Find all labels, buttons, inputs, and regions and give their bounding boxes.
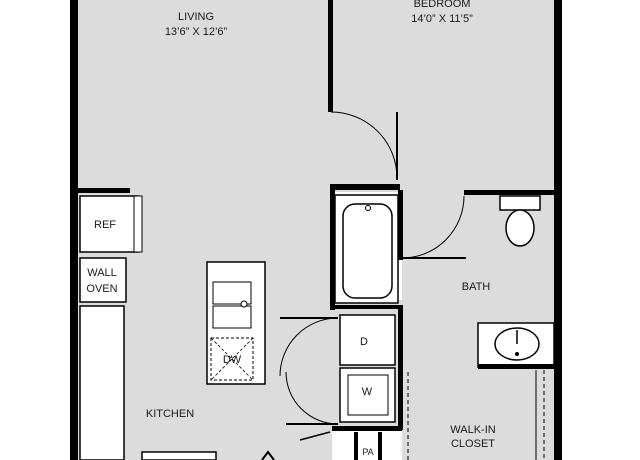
closet-label-line1: WALK-IN — [450, 424, 495, 436]
kitchen-counter — [79, 305, 125, 460]
dryer — [339, 314, 396, 366]
tub-inner — [342, 203, 393, 299]
wall-oven-label-line1: WALL — [87, 267, 117, 279]
wall-oven — [79, 257, 127, 303]
tub-wall — [330, 190, 335, 310]
sink-left-basin — [212, 281, 252, 305]
wall-exterior-right — [554, 0, 562, 460]
tub-drain — [365, 205, 371, 211]
laundry-door-swing-top — [279, 317, 339, 377]
island-faucet — [240, 300, 248, 308]
toilet-bowl — [505, 209, 535, 247]
lower-counter — [141, 451, 217, 460]
kitchen-label: KITCHEN — [146, 408, 194, 420]
refrigerator-door — [133, 195, 143, 253]
ref-label: REF — [94, 219, 116, 231]
wall-living-bedroom — [328, 0, 333, 112]
wall-bath-left — [398, 190, 403, 260]
wall-bedroom-bath — [330, 184, 400, 190]
dishwasher-label: DW — [223, 354, 242, 366]
bath-door-swing — [402, 195, 465, 259]
living-label: LIVING — [178, 11, 214, 23]
closet-label-line2: CLOSET — [451, 438, 495, 450]
floor-closet — [402, 367, 554, 460]
washer-label: W — [362, 386, 373, 398]
pantry-label: PA — [362, 447, 373, 457]
wall-bath-closet — [478, 364, 558, 369]
dishwasher — [210, 337, 254, 381]
bedroom-dims: 14’0” X 11’5” — [411, 13, 473, 25]
ref-wall — [78, 188, 130, 193]
living-dims: 13’6” X 12’6” — [165, 26, 228, 38]
wall-oven-label-line2: OVEN — [86, 283, 117, 295]
toilet-tank — [499, 195, 541, 211]
wall-bath-top — [464, 190, 558, 195]
wall-bath-laundry — [398, 305, 403, 430]
laundry-bottom-wall — [332, 426, 402, 431]
bedroom-door-swing — [330, 111, 398, 179]
dryer-label: D — [360, 336, 368, 348]
washer-drum — [347, 374, 389, 416]
bath-label: BATH — [462, 281, 491, 293]
sink-drain — [515, 352, 519, 356]
laundry-back-wall — [332, 305, 402, 309]
wall-exterior-left — [70, 0, 78, 460]
entry-arrow-icon — [261, 450, 275, 460]
sink-right-basin — [212, 305, 252, 329]
pantry-door-swing — [299, 431, 331, 441]
pantry-wall-right — [378, 432, 382, 460]
bedroom-label: BEDROOM — [414, 0, 471, 10]
floor-bedroom — [332, 0, 554, 192]
pantry-wall — [354, 432, 358, 460]
